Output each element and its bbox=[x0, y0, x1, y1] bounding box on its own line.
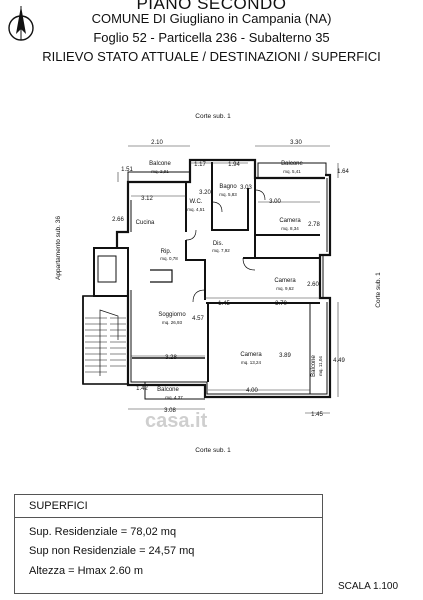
scale-label: SCALA 1.100 bbox=[338, 581, 399, 592]
room-camera-2: Camera bbox=[274, 278, 296, 284]
dim-4-49: 4.49 bbox=[333, 358, 345, 364]
plan-title: PIANO SECONDO bbox=[136, 0, 287, 13]
altezza-line: Altezza = Hmax 2.60 m bbox=[29, 565, 144, 577]
dim-3-89: 3.89 bbox=[279, 353, 291, 359]
room-wc: W.C. bbox=[190, 199, 203, 205]
room-soggiorno-area: mq. 26,93 bbox=[162, 320, 183, 325]
watermark-logo: casa.it bbox=[145, 410, 208, 432]
room-dis-area: mq. 7,92 bbox=[212, 248, 230, 253]
dim-1-17: 1.17 bbox=[194, 162, 206, 168]
dimension-values: 2.10 3.30 1.17 1.94 1.51 1.64 3.20 3.03 … bbox=[112, 140, 349, 418]
plan-labels: Corte sub. 1 Corte sub. 1 Corte sub. 1 A… bbox=[55, 113, 382, 454]
dim-2-66: 2.66 bbox=[112, 217, 124, 223]
walls bbox=[82, 158, 332, 400]
room-dis: Dis. bbox=[213, 241, 224, 247]
corte-right-label: Corte sub. 1 bbox=[375, 272, 382, 308]
dim-3-00: 3.00 bbox=[269, 199, 281, 205]
superfici-box: SUPERFICI Sup. Residenziale = 78,02 mq S… bbox=[14, 494, 323, 594]
appartamento-left-label: Appartamento sub. 36 bbox=[55, 216, 62, 280]
room-balcone-ne: Balcone bbox=[281, 161, 303, 167]
north-arrow-icon bbox=[8, 6, 34, 41]
room-camera-3-area: mq. 13,24 bbox=[241, 360, 262, 365]
room-camera-1: Camera bbox=[279, 218, 301, 224]
floor-plan-drawing: Corte sub. 1 Corte sub. 1 Corte sub. 1 A… bbox=[55, 113, 382, 454]
dim-1-42: 1.42 bbox=[136, 386, 148, 392]
superfici-title: SUPERFICI bbox=[29, 500, 88, 512]
room-bagno: Bagno bbox=[219, 184, 237, 190]
room-balcone-s: Balcone bbox=[157, 387, 179, 393]
room-rip-area: mq. 0,78 bbox=[160, 256, 178, 261]
dim-2-78: 2.78 bbox=[308, 222, 320, 228]
dim-2-60: 2.60 bbox=[307, 282, 319, 288]
dim-3-08: 3.08 bbox=[164, 408, 176, 414]
rilievo-line: RILIEVO STATO ATTUALE / DESTINAZIONI / S… bbox=[42, 49, 381, 64]
room-balcone-e-area: mq. 11,04 bbox=[318, 356, 323, 376]
corte-top-label: Corte sub. 1 bbox=[195, 113, 231, 120]
dim-3-70: 3.70 bbox=[275, 301, 287, 307]
sup-non-residenziale: Sup non Residenziale = 24,57 mq bbox=[29, 545, 195, 557]
sup-residenziale: Sup. Residenziale = 78,02 mq bbox=[29, 526, 177, 538]
room-balcone-nw: Balcone bbox=[149, 161, 171, 167]
dim-1-64: 1.64 bbox=[337, 169, 349, 175]
foglio-line: Foglio 52 - Particella 236 - Subalterno … bbox=[93, 30, 330, 45]
room-labels: Balcone mq. 2,91 Balcone mq. 5,41 Bagno … bbox=[136, 161, 323, 400]
room-camera-1-area: mq. 8,34 bbox=[281, 226, 299, 231]
room-cucina: Cucina bbox=[136, 220, 155, 226]
room-balcone-ne-area: mq. 5,41 bbox=[283, 169, 301, 174]
superfici-header: SUPERFICI bbox=[15, 495, 322, 518]
dim-1-45: 1.45 bbox=[218, 301, 230, 307]
room-bagno-area: mq. 5,83 bbox=[219, 192, 237, 197]
dim-3-03: 3.03 bbox=[240, 185, 252, 191]
dim-1-51: 1.51 bbox=[121, 167, 133, 173]
room-balcone-nw-area: mq. 2,91 bbox=[151, 169, 169, 174]
dim-1-94: 1.94 bbox=[228, 162, 240, 168]
room-camera-3: Camera bbox=[240, 352, 262, 358]
dim-4-57: 4.57 bbox=[192, 316, 204, 322]
room-balcone-e: Balcone bbox=[311, 354, 317, 376]
corte-bottom-label: Corte sub. 1 bbox=[195, 447, 231, 454]
comune-line: COMUNE DI Giugliano in Campania (NA) bbox=[91, 11, 332, 26]
room-wc-area: mq. 4,51 bbox=[187, 207, 205, 212]
dim-3-30: 3.30 bbox=[290, 140, 302, 146]
dimension-lines bbox=[117, 145, 339, 414]
room-camera-2-area: mq. 9,62 bbox=[276, 286, 294, 291]
room-balcone-s-area: mq. 4,37 bbox=[165, 395, 183, 400]
dim-3-28: 3.28 bbox=[165, 355, 177, 361]
dim-2-10: 2.10 bbox=[151, 140, 163, 146]
room-rip: Rip. bbox=[161, 249, 172, 255]
room-soggiorno: Soggiorno bbox=[158, 312, 186, 318]
dim-3-12: 3.12 bbox=[141, 196, 153, 202]
dim-1-45b: 1.45 bbox=[311, 412, 323, 418]
dim-4-00: 4.00 bbox=[246, 388, 258, 394]
dim-3-20: 3.20 bbox=[199, 190, 211, 196]
